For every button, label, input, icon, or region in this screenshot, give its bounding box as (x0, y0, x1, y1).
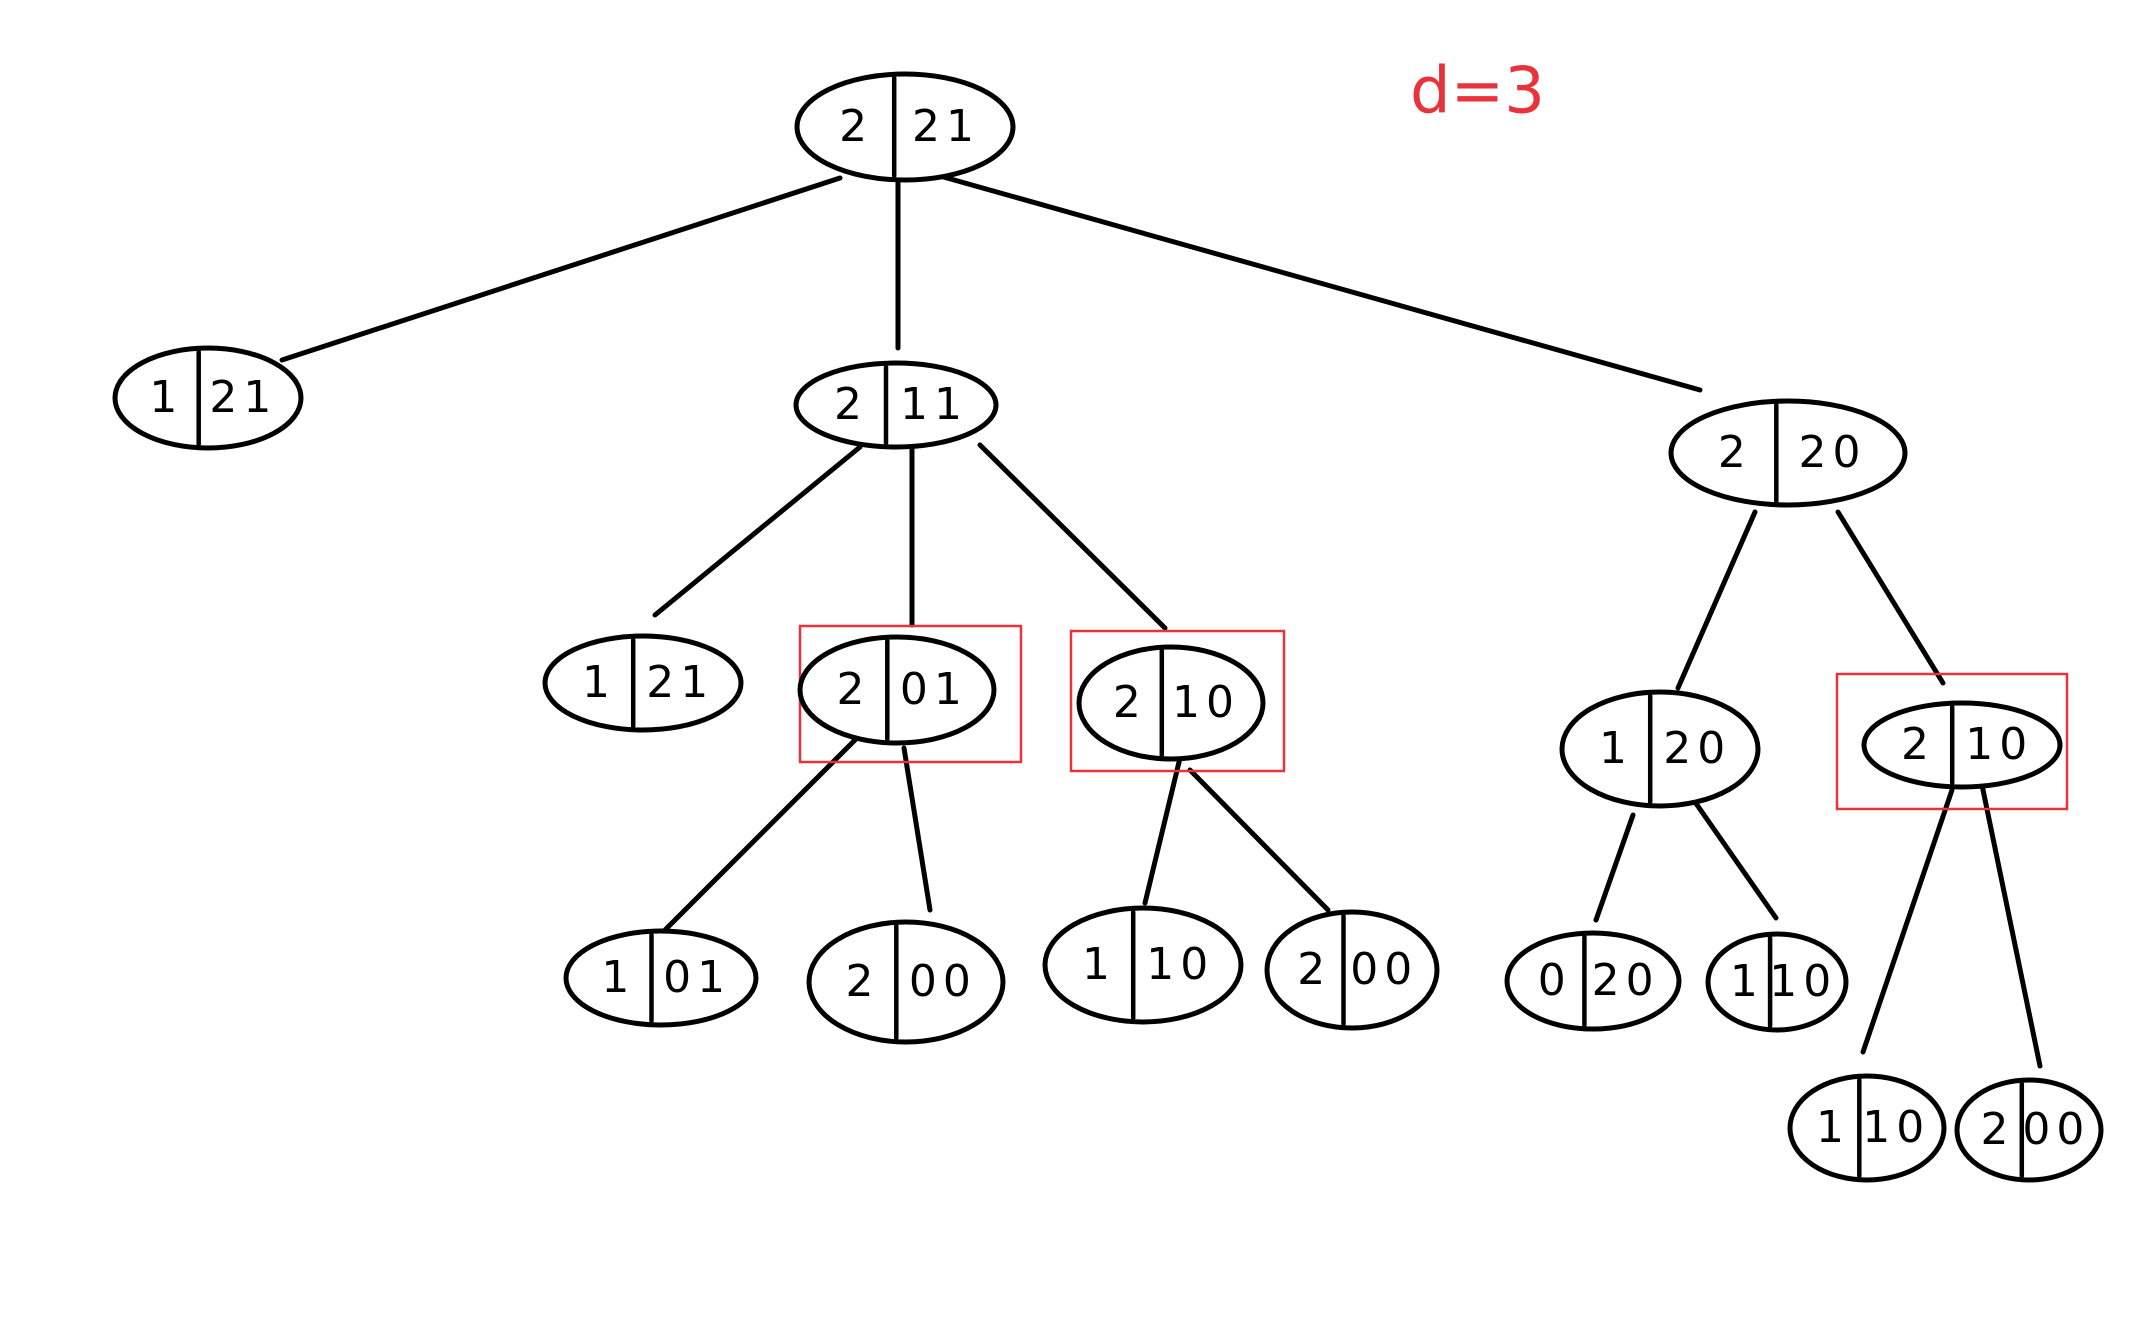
node-left-value: 2 (845, 956, 873, 1007)
node-left-value: 1 (582, 657, 610, 708)
node-right-value: 01 (663, 952, 731, 1003)
tree-node-n_l1_a: 1 21 (112, 345, 304, 451)
tree-node-n_l3_c: 1 10 (1042, 905, 1244, 1025)
node-ellipse (1559, 689, 1761, 809)
edge-n_l2_b-to-n_l3_a (662, 737, 858, 933)
tree-node-n_l2_d: 1 20 (1559, 689, 1761, 809)
node-ellipse (1264, 909, 1440, 1031)
node-ellipse (1861, 700, 2063, 790)
node-left-value: 2 (1980, 1104, 2008, 1155)
tree-node-n_l2_a: 1 21 (542, 633, 744, 733)
edge-n_l2_c-to-n_l3_d (1187, 767, 1331, 913)
edge-n_l1_b-to-n_l2_c (977, 442, 1168, 631)
tree-node-n_l3_e: 0 20 (1504, 930, 1682, 1032)
tree-node-n_l3_d: 2 00 (1264, 909, 1440, 1031)
tree-node-n_l3_a: 1 01 (563, 928, 759, 1028)
edge-n_l2_d-to-n_l3_e (1593, 812, 1636, 923)
node-ellipse (1504, 930, 1682, 1032)
node-right-value: 10 (1769, 956, 1837, 1007)
edge-n_l1_c-to-n_l2_e (1835, 509, 1946, 686)
node-left-value: 2 (1113, 677, 1141, 728)
edge-n_l2_d-to-n_l3_f (1692, 799, 1779, 921)
node-ellipse (793, 360, 999, 450)
node-ellipse (1954, 1077, 2104, 1183)
node-right-value: 20 (1663, 723, 1731, 774)
node-left-value: 2 (839, 101, 867, 152)
depth-annotation: d=3 (1410, 55, 1545, 129)
node-right-value: 21 (646, 657, 714, 708)
node-right-value: 01 (900, 664, 968, 715)
node-left-value: 1 (1730, 956, 1758, 1007)
node-ellipse (797, 634, 997, 746)
node-left-value: 2 (1297, 944, 1325, 995)
tree-node-n_l2_e: 2 10 (1861, 700, 2063, 790)
edge-n_l1_b-to-n_l2_a (652, 444, 863, 618)
tree-node-n_l4_a: 1 10 (1787, 1073, 1947, 1183)
highlight-box-n_l2_e (1835, 672, 2069, 811)
node-right-value: 00 (909, 956, 977, 1007)
node-left-value: 0 (1538, 955, 1566, 1006)
edge-n_l2_e-to-n_l4_b (1979, 782, 2043, 1069)
node-left-value: 1 (601, 952, 629, 1003)
node-ellipse (112, 345, 304, 451)
node-right-value: 10 (1862, 1102, 1930, 1153)
node-right-value: 10 (1146, 939, 1214, 990)
node-right-value: 10 (1965, 719, 2033, 770)
node-ellipse (806, 919, 1006, 1045)
node-right-value: 20 (1592, 955, 1660, 1006)
node-left-value: 2 (834, 379, 862, 430)
node-ellipse (794, 71, 1016, 183)
node-left-value: 1 (149, 372, 177, 423)
node-right-value: 00 (1350, 944, 1418, 995)
node-right-value: 21 (912, 101, 980, 152)
node-left-value: 1 (1599, 723, 1627, 774)
node-right-value: 11 (900, 379, 968, 430)
node-ellipse (1042, 905, 1244, 1025)
edges-layer (279, 173, 2043, 1069)
node-left-value: 2 (1718, 427, 1746, 478)
tree-node-n_l2_c: 2 10 (1076, 644, 1266, 762)
node-ellipse (1668, 398, 1908, 508)
node-ellipse (1787, 1073, 1947, 1183)
node-left-value: 1 (1816, 1102, 1844, 1153)
node-left-value: 2 (836, 664, 864, 715)
tree-node-n_l1_c: 2 20 (1668, 398, 1908, 508)
tree-node-n_root: 2 21 (794, 71, 1016, 183)
tree-node-n_l3_b: 2 00 (806, 919, 1006, 1045)
node-left-value: 1 (1082, 939, 1110, 990)
edge-n_l2_e-to-n_l4_a (1860, 787, 1955, 1055)
edge-n_l1_c-to-n_l2_d (1675, 509, 1758, 691)
edge-n_l2_c-to-n_l3_c (1142, 755, 1183, 906)
node-right-value: 10 (1172, 677, 1240, 728)
highlight-layer (798, 624, 2069, 811)
node-right-value: 00 (2022, 1104, 2090, 1155)
edge-n_l2_b-to-n_l3_b (901, 745, 933, 913)
highlight-box-n_l2_c (1069, 629, 1286, 773)
tree-node-n_l4_b: 2 00 (1954, 1077, 2104, 1183)
edge-n_root-to-n_l1_c (937, 173, 1703, 393)
node-ellipse (1076, 644, 1266, 762)
node-right-value: 20 (1798, 427, 1866, 478)
tree-node-n_l1_b: 2 11 (793, 360, 999, 450)
node-ellipse (1705, 931, 1849, 1033)
edge-n_root-to-n_l1_a (279, 175, 843, 363)
tree-node-n_l2_b: 2 01 (797, 634, 997, 746)
node-left-value: 2 (1901, 719, 1929, 770)
node-ellipse (563, 928, 759, 1028)
node-ellipse (542, 633, 744, 733)
node-right-value: 21 (209, 372, 277, 423)
